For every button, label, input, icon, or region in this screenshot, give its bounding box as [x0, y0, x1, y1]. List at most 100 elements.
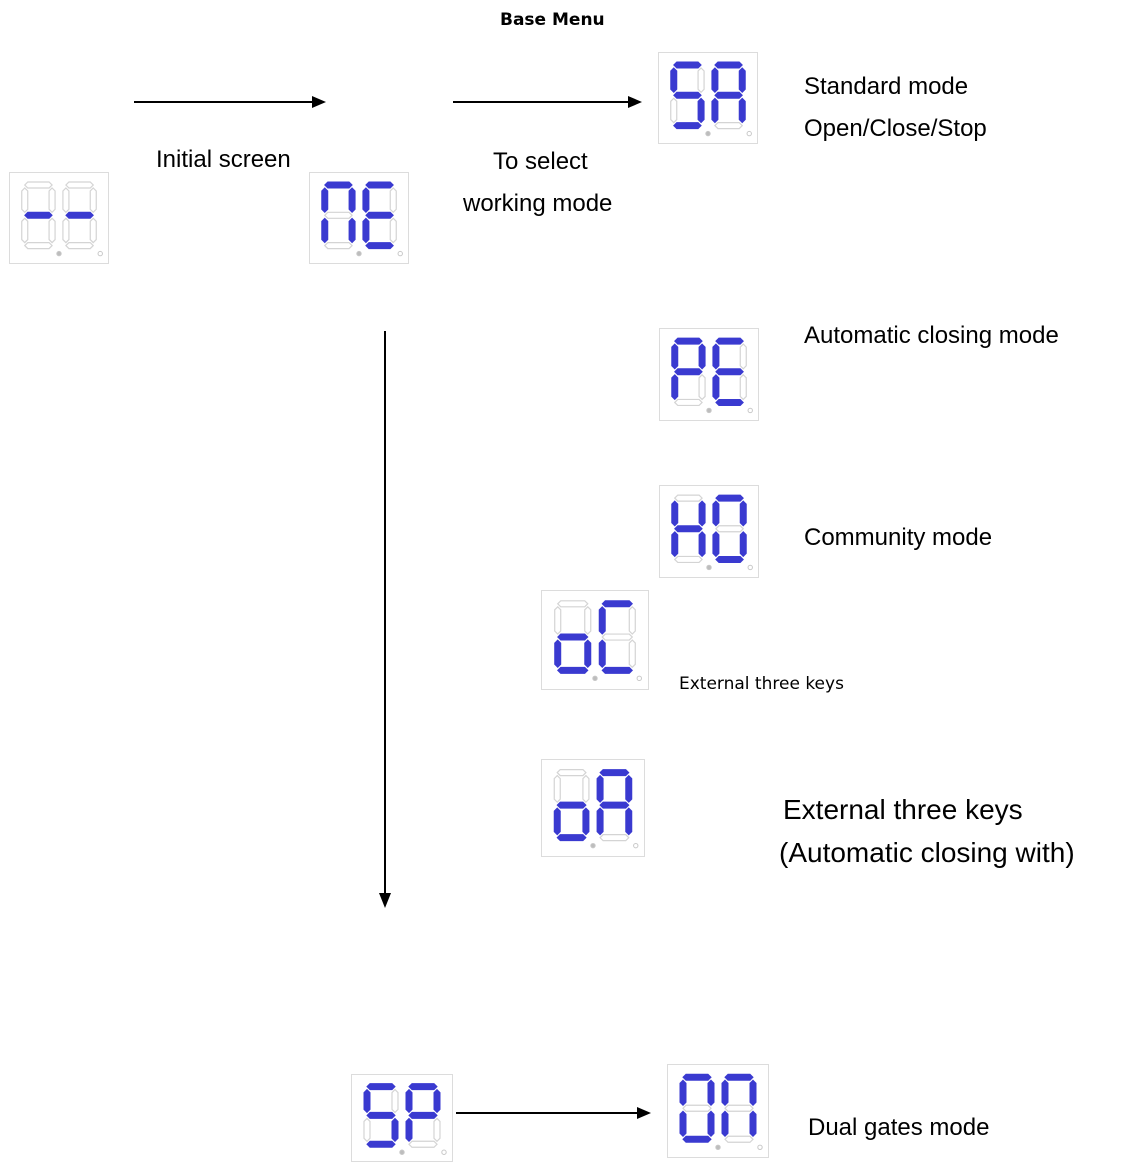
- segment-lit: [738, 97, 746, 124]
- segment-lit: [749, 1079, 757, 1106]
- segment-unlit: [433, 1117, 441, 1143]
- display-digit: [671, 337, 706, 407]
- community-mode-label: Community mode: [804, 524, 993, 551]
- segment-lit: [601, 600, 633, 608]
- segment-unlit: [697, 67, 705, 94]
- segment-lit: [674, 337, 703, 345]
- decimal-point-dot: [441, 1149, 447, 1155]
- seven-segment-graphic: [321, 181, 403, 257]
- display-digit: [679, 1073, 715, 1143]
- segment-lit: [715, 555, 744, 563]
- segment-unlit: [21, 217, 29, 244]
- segment-lit: [682, 1135, 712, 1143]
- segment-unlit: [673, 398, 703, 407]
- external-three-keys-display: [541, 590, 649, 690]
- segment-lit: [715, 368, 744, 376]
- segment-lit: [582, 807, 590, 836]
- segment-unlit: [715, 525, 745, 533]
- decimal-point-dot: [592, 675, 598, 682]
- decimal-point-dot: [356, 250, 362, 257]
- segment-lit: [557, 633, 589, 641]
- to-select-label-line2: working mode: [463, 190, 613, 217]
- segment-lit: [739, 500, 747, 527]
- dual-gates-display: [667, 1064, 769, 1158]
- segment-unlit: [739, 373, 747, 401]
- display-digit: [711, 61, 746, 130]
- segment-unlit: [628, 639, 636, 669]
- segment-lit: [671, 531, 679, 558]
- segment-lit: [721, 1110, 729, 1137]
- display-digit: [21, 181, 56, 250]
- segment-unlit: [556, 600, 589, 608]
- segment-lit: [584, 639, 592, 669]
- seven-segment-graphic: [679, 1073, 763, 1150]
- segment-unlit: [698, 373, 706, 401]
- display-digit: [721, 1073, 757, 1143]
- segment-unlit: [408, 1140, 438, 1148]
- segment-unlit: [582, 774, 590, 803]
- segment-lit: [365, 242, 394, 250]
- segment-lit: [557, 666, 589, 674]
- display-digit: [363, 1083, 399, 1148]
- display-digit: [596, 769, 633, 842]
- segment-lit: [366, 1140, 396, 1148]
- decimal-point-dot: [633, 842, 639, 849]
- segment-unlit: [363, 1117, 371, 1143]
- segment-unlit: [323, 241, 353, 250]
- segment-lit: [715, 494, 744, 502]
- segment-lit: [724, 1073, 754, 1081]
- seven-segment-graphic: [553, 769, 639, 849]
- segment-lit: [405, 1088, 413, 1114]
- decimal-point-dot: [399, 1149, 405, 1155]
- segment-lit: [65, 211, 94, 219]
- segment-lit: [671, 500, 679, 527]
- sp-display: [351, 1074, 453, 1162]
- segment-lit: [625, 774, 633, 803]
- external-auto-label-line1: External three keys: [783, 794, 1023, 825]
- decimal-point-dot: [56, 250, 62, 257]
- segment-lit: [433, 1088, 441, 1114]
- segment-lit: [679, 1110, 687, 1137]
- segment-unlit: [724, 1104, 754, 1112]
- segment-unlit: [673, 494, 703, 502]
- segment-lit: [348, 187, 356, 214]
- segment-lit: [711, 97, 719, 124]
- seven-segment-graphic: [21, 181, 103, 257]
- segment-lit: [673, 122, 702, 130]
- segment-lit: [324, 181, 353, 189]
- segment-lit: [697, 97, 705, 124]
- segment-lit: [673, 91, 702, 99]
- segment-unlit: [714, 121, 744, 130]
- display-digit: [712, 494, 747, 563]
- segment-unlit: [391, 1088, 399, 1114]
- segment-unlit: [584, 605, 592, 635]
- initial-screen-label: Initial screen: [156, 146, 291, 173]
- segment-unlit: [48, 187, 56, 214]
- segment-lit: [711, 67, 719, 94]
- segment-unlit: [23, 181, 53, 189]
- segment-lit: [698, 343, 706, 370]
- seven-segment-graphic: [670, 61, 752, 137]
- decimal-point-dot: [590, 842, 596, 849]
- segment-lit: [721, 1079, 729, 1106]
- external-auto-display: [541, 759, 645, 857]
- segment-unlit: [23, 241, 53, 250]
- external-three-keys-label: External three keys: [679, 674, 844, 694]
- segment-lit: [712, 500, 720, 527]
- segment-lit: [596, 774, 604, 803]
- display-digit: [712, 337, 747, 406]
- segment-lit: [670, 67, 678, 94]
- automatic-closing-display: [659, 328, 759, 421]
- segment-lit: [712, 531, 720, 558]
- segment-lit: [405, 1117, 413, 1142]
- decimal-point-dot: [397, 250, 403, 257]
- segment-lit: [554, 639, 562, 669]
- segment-lit: [601, 666, 633, 674]
- decimal-point-dot: [747, 564, 753, 571]
- segment-lit: [739, 531, 747, 558]
- segment-unlit: [670, 97, 678, 124]
- segment-lit: [715, 398, 744, 406]
- decimal-point-dot: [636, 675, 642, 682]
